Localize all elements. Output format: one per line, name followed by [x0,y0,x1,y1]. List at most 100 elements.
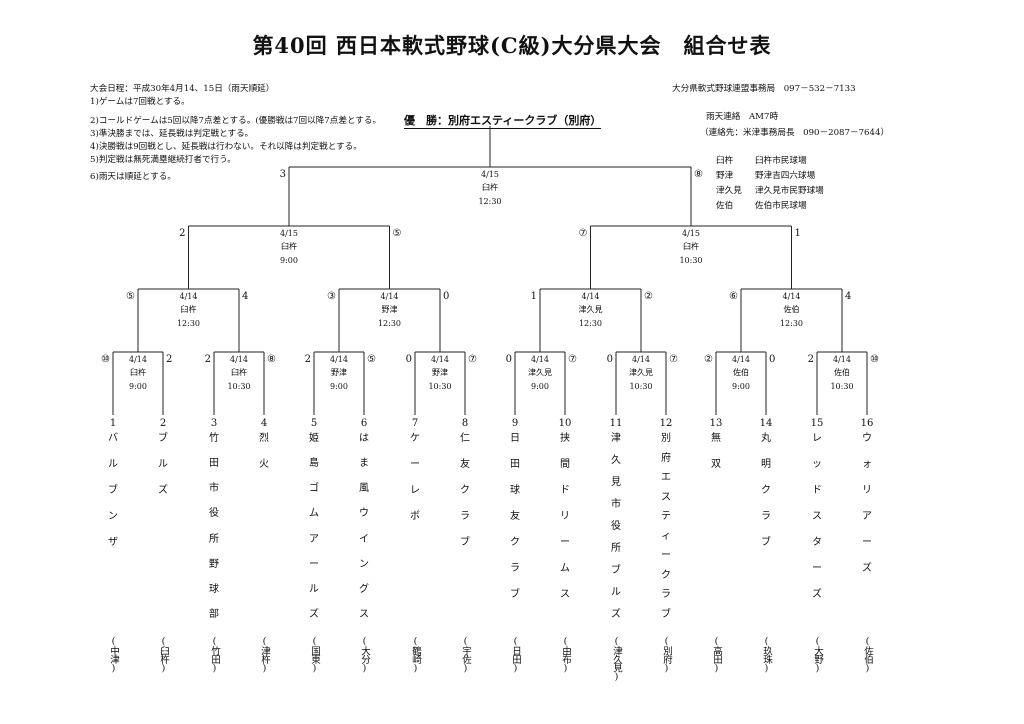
match-date: 4/15 [481,170,499,179]
team-name-char: イ [359,533,369,545]
team-name-char: タ [812,537,822,548]
team-number: 15 [810,418,824,429]
match-date: 4/14 [632,355,650,364]
team-name-char: ズ [611,609,621,620]
team-name-char: ィ [661,530,671,542]
team-name-char: 無 [711,433,721,444]
team-number: 16 [860,418,874,429]
team-number: 2 [159,418,167,429]
match-time: 9:00 [330,382,348,391]
team-name-char: 間 [560,459,570,470]
score-left: 2 [205,354,211,365]
match-date: 4/14 [230,355,248,364]
team-name-char: 田 [510,459,520,470]
match-venue: 野津 [432,367,448,377]
team-name-char: 明 [761,459,771,470]
match-venue: 津久見 [629,367,653,377]
team-name-char: 津 [611,433,621,444]
team-name-char: エ [661,472,671,484]
team-name-char: 所 [209,533,219,545]
match-venue: 佐伯 [784,304,800,314]
team-name-char: ク [661,569,671,581]
team-name-char: 竹 [209,433,219,444]
team-region: (高田) [711,636,722,673]
team-name-char: は [359,433,369,444]
contact-phone: （連絡先：米津事務局長 090－2087－7644） [700,128,890,138]
score-left: ② [704,354,713,365]
team-name-char: テ [661,511,671,523]
team-name-char: ー [309,558,319,570]
match-venue: 臼杵 [482,182,498,192]
match-date: 4/14 [330,355,348,364]
match-date: 4/14 [833,355,851,364]
score-right: ⑦ [568,354,577,365]
match-venue: 津久見 [579,304,603,314]
team-name-char: ク [460,485,470,496]
team-name-char: ケ [410,433,420,444]
team-name-char: 所 [611,543,621,554]
team-name-char: ォ [862,459,872,470]
team-name-char: ブ [460,537,470,548]
team-name-char: 野 [209,558,219,570]
score-right: 2 [166,354,172,365]
team-name-char: ズ [862,563,872,574]
match-date: 4/14 [531,355,549,364]
team-name-char: バ [108,433,118,444]
team-region: (宇佐) [460,636,471,673]
team-name-char: ム [560,563,570,574]
team-name-char: 友 [460,459,470,470]
team-number: 10 [558,418,572,429]
score-left: 2 [305,354,311,365]
team-name-char: ル [158,459,168,470]
team-name-char: ム [309,508,319,520]
team-name-char: ス [661,491,671,503]
team-region: (大野) [812,636,823,673]
team-name-char: ド [812,485,822,496]
score-right: 4 [845,291,851,302]
team-number: 1 [109,418,117,429]
team-number: 4 [260,418,268,429]
match-date: 4/14 [732,355,750,364]
page-title: 第40回 西日本軟式野球(C級)大分県大会 組合せ表 [252,33,772,58]
team-number: 13 [709,418,723,429]
match-venue: 津久見 [528,367,552,377]
score-right: 0 [443,291,449,302]
team-name-char: ー [560,537,570,548]
match-time: 12:30 [780,319,803,328]
team-region: (別府) [661,636,672,673]
score-left: ⑥ [729,291,738,302]
team-name-char: 府 [661,452,671,464]
team-number: 3 [210,418,218,429]
team-name-char: グ [359,583,369,595]
score-left: 0 [506,354,512,365]
venue-short: 臼杵 [716,156,734,166]
match-time: 9:00 [129,382,147,391]
team-name-char: 見 [611,477,621,488]
team-name-char: レ [410,485,420,496]
rule-line: 1)ゲームは7回戦とする。 [90,97,190,107]
score-right: 4 [242,291,248,302]
office-contact: 大分県軟式野球連盟事務局 097－532－7133 [672,84,856,94]
match-time: 9:00 [732,382,750,391]
champion-label: 優 勝：別府エスティークラブ（別府） [404,114,602,129]
match-date: 4/14 [180,292,198,301]
score-left: 3 [280,169,286,180]
team-name-char: ア [862,511,872,522]
match-date: 4/14 [431,355,449,364]
team-name-char: 市 [611,499,621,510]
match-venue: 佐伯 [733,367,749,377]
rule-line: 大会日程：平成30年4月14、15日（雨天順延） [90,84,275,94]
score-right: ⑤ [393,228,402,239]
team-name-char: 友 [510,511,520,522]
team-number: 9 [511,418,519,429]
score-left: 2 [808,354,814,365]
venue-short: 佐伯 [716,201,734,211]
team-name-char: ズ [158,485,168,496]
match-date: 4/14 [582,292,600,301]
match-time: 10:30 [227,382,250,391]
venue-name: 臼杵市民球場 [755,156,807,166]
team-region: (鶴崎) [410,636,421,673]
